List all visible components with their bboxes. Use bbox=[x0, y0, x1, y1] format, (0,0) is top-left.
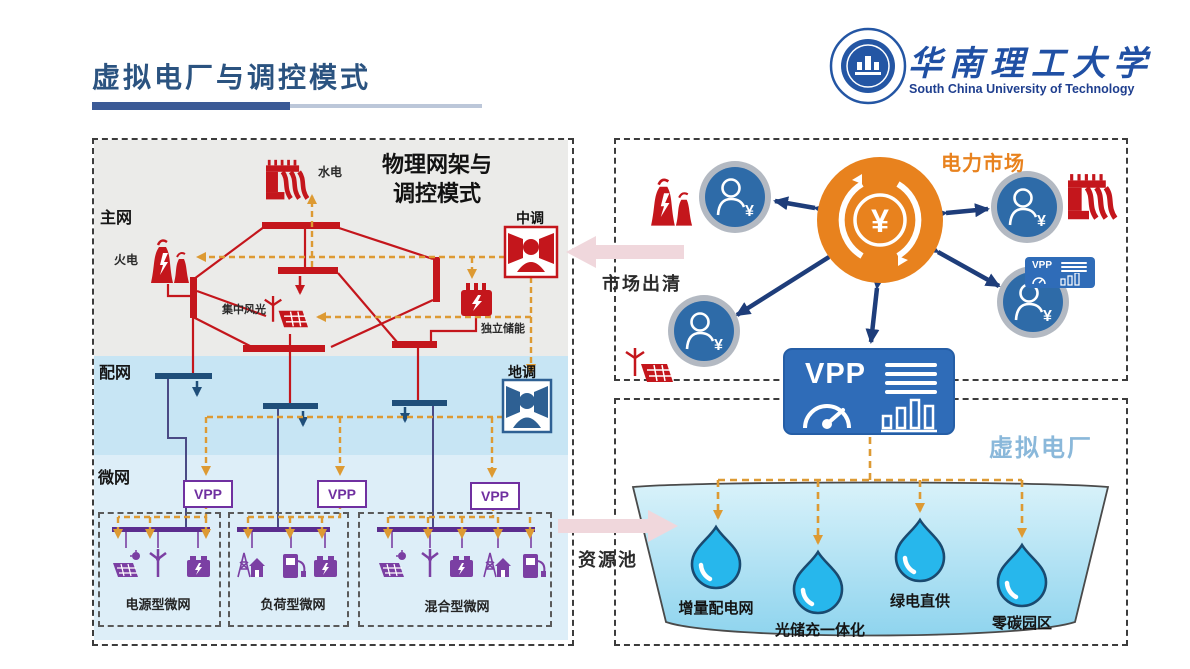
thermal-label: 火电 bbox=[114, 253, 139, 267]
vpp-aggregator-box: VPP bbox=[783, 348, 955, 435]
page-title: 虚拟电厂与调控模式 bbox=[92, 62, 372, 93]
market-hydro-icon bbox=[1068, 174, 1115, 219]
left-panel-heading: 物理网架与 调控模式 bbox=[381, 152, 492, 206]
thermal-icon bbox=[149, 239, 191, 285]
layer-distribution: 配网 bbox=[99, 365, 132, 382]
vpp-mini-card: VPP bbox=[1025, 257, 1095, 288]
drop-label-1: 增量配电网 bbox=[678, 600, 754, 617]
vpp-box-2: VPP bbox=[317, 480, 367, 508]
svg-text:¥: ¥ bbox=[745, 203, 754, 220]
vpp-panel-title: 虚拟电厂 bbox=[989, 435, 1093, 462]
layer-main-grid: 主网 bbox=[100, 210, 133, 227]
vpp-mini-label: VPP bbox=[1032, 260, 1053, 271]
logo-english-name: South China University of Technology bbox=[909, 82, 1135, 96]
bar-chart-icon bbox=[881, 398, 937, 433]
wind-solar-label: 集中风光 bbox=[222, 304, 266, 316]
resource-pool-label: 资源池 bbox=[578, 550, 638, 570]
layer-microgrid: 微网 bbox=[98, 470, 131, 487]
drop-label-2: 光储充一体化 bbox=[774, 622, 866, 639]
svg-text:¥: ¥ bbox=[871, 203, 889, 239]
main-grid-band bbox=[94, 140, 568, 356]
market-clearing-arrow bbox=[566, 236, 684, 268]
hydro-icon bbox=[266, 160, 307, 200]
wind-solar-icon bbox=[263, 294, 310, 329]
market-title: 电力市场 bbox=[941, 153, 1025, 175]
local-dispatch-icon bbox=[501, 378, 553, 434]
storage-label: 独立储能 bbox=[481, 323, 525, 335]
central-dispatch-label: 中调 bbox=[516, 210, 544, 226]
microgrid-load-label: 负荷型微网 bbox=[260, 597, 326, 612]
microgrid-source-label: 电源型微网 bbox=[125, 597, 191, 612]
microgrid-source-box bbox=[98, 512, 221, 627]
svg-text:¥: ¥ bbox=[1037, 213, 1046, 230]
physical-grid-panel bbox=[92, 138, 574, 646]
university-seal-icon bbox=[829, 27, 907, 105]
central-dispatch-icon bbox=[503, 225, 559, 279]
market-hub-icon: ¥ bbox=[817, 157, 943, 283]
svg-text:¥: ¥ bbox=[714, 337, 723, 354]
market-clearing-label: 市场出清 bbox=[602, 274, 682, 294]
vpp-mini-icons bbox=[1032, 273, 1080, 286]
vpp-box-1: VPP bbox=[183, 480, 233, 508]
vpp-box-3: VPP bbox=[470, 482, 520, 510]
hydro-label: 水电 bbox=[318, 165, 343, 179]
vpp-aggregator-label: VPP bbox=[805, 358, 867, 390]
local-dispatch-label: 地调 bbox=[508, 364, 536, 380]
gauge-icon bbox=[803, 404, 851, 429]
market-windsolar-icon bbox=[624, 346, 675, 384]
resource-pool-basin bbox=[631, 481, 1110, 637]
svg-text:¥: ¥ bbox=[1043, 308, 1052, 325]
resource-pool-arrow bbox=[558, 510, 678, 542]
microgrid-hybrid-box bbox=[358, 512, 552, 627]
title-underline-dark bbox=[92, 102, 290, 110]
drop-label-4: 零碳园区 bbox=[991, 615, 1053, 632]
resource-drops bbox=[690, 517, 1048, 615]
storage-icon bbox=[461, 283, 492, 316]
menu-lines-icon bbox=[885, 363, 937, 367]
microgrid-load-box bbox=[228, 512, 349, 627]
market-thermal-icon bbox=[649, 178, 694, 228]
microgrid-hybrid-label: 混合型微网 bbox=[424, 599, 490, 614]
drop-label-3: 绿电直供 bbox=[889, 593, 951, 610]
title-underline-light bbox=[290, 104, 482, 108]
logo-chinese-name: 华南理工大学 bbox=[908, 46, 1154, 83]
